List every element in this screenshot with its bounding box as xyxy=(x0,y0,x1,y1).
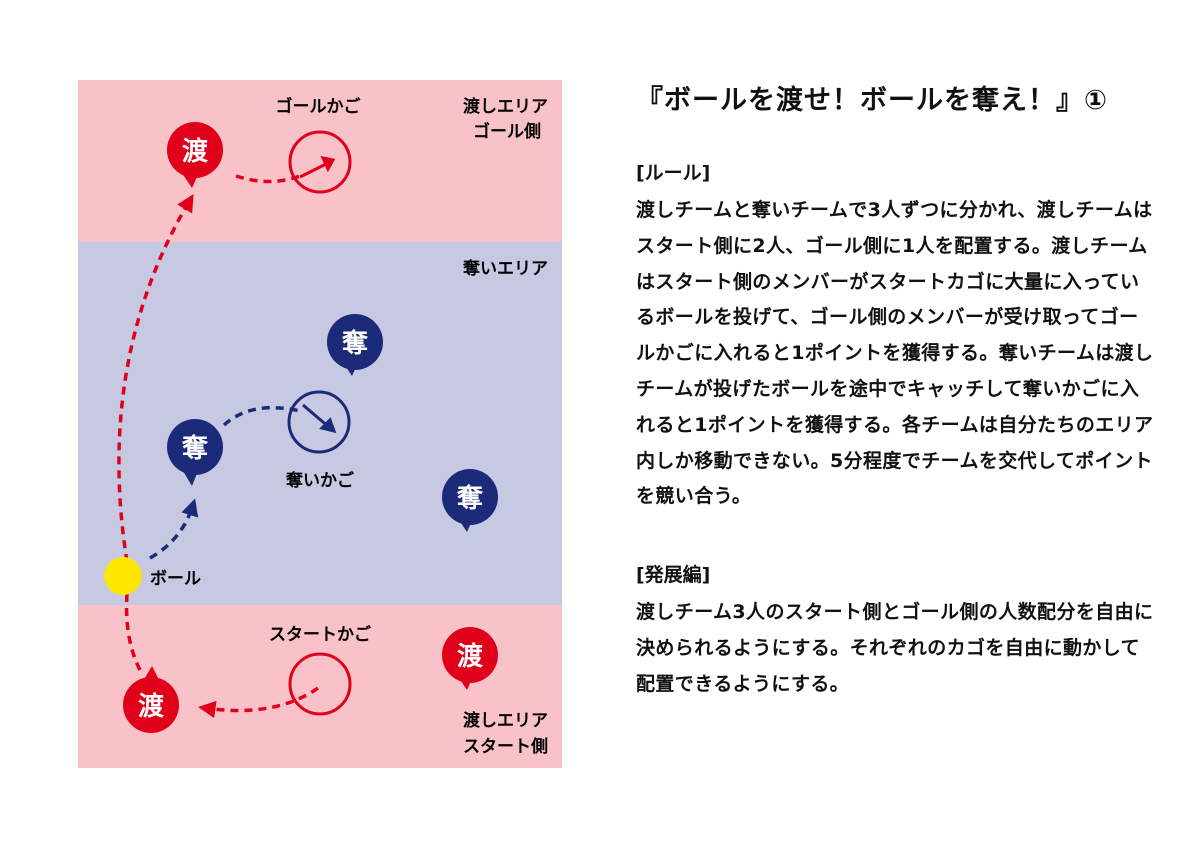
advanced-heading: [発展編] xyxy=(636,564,711,587)
rules-body: 渡しチームと奪いチームで3人ずつに分かれ、渡しチームはスタート側に2人、ゴール側… xyxy=(636,199,1154,508)
pass-player-spare: 渡 xyxy=(442,627,498,690)
page-title: 『ボールを渡せ！ボールを奪え！』① xyxy=(636,85,1108,116)
start-basket xyxy=(288,652,352,716)
pass-player-start-glyph: 渡 xyxy=(138,691,165,722)
steal-zone xyxy=(78,242,562,605)
ball xyxy=(104,557,142,595)
start-pass-path xyxy=(198,686,320,719)
pass-player-start: 渡 xyxy=(123,666,179,733)
advanced-body: 渡しチーム3人のスタート側とゴール側の人数配分を自由に決められるようにする。それ… xyxy=(636,601,1154,695)
steal-area-label: 奪いエリア xyxy=(462,258,548,279)
pass-path-long xyxy=(117,193,194,563)
pass-player-goal-glyph: 渡 xyxy=(182,136,209,167)
steal-path-ball xyxy=(149,498,199,560)
rules-heading: [ルール] xyxy=(636,162,711,184)
rules-text-column: 『ボールを渡せ！ボールを奪え！』① [ルール] 渡しチームと奪いチームで3人ずつ… xyxy=(634,78,1154,747)
steal-player-top-glyph: 奪 xyxy=(341,328,369,359)
ball-to-start-player-path xyxy=(124,593,143,673)
goal-area-label-line2: ゴール側 xyxy=(473,121,541,142)
steal-player-top: 奪 xyxy=(327,314,383,376)
steal-basket-label: 奪いかご xyxy=(285,470,355,491)
goal-basket-label: ゴールかご xyxy=(276,96,362,117)
field-diagram: 渡しエリア ゴール側 奪いエリア 渡しエリア スタート側 ゴールかご 奪いかご … xyxy=(78,80,562,768)
steal-player-left: 奪 xyxy=(167,419,223,486)
steal-player-left-glyph: 奪 xyxy=(181,433,209,464)
start-area-label-line2: スタート側 xyxy=(463,736,548,757)
goal-basket xyxy=(288,130,352,194)
goal-area-label-line1: 渡しエリア xyxy=(463,96,548,117)
steal-basket xyxy=(287,390,351,454)
ball-label: ボール xyxy=(150,569,201,589)
start-basket-label: スタートかご xyxy=(269,624,372,645)
goal-pass-zone xyxy=(78,80,562,242)
steal-player-right-glyph: 奪 xyxy=(456,483,484,514)
pass-player-spare-glyph: 渡 xyxy=(457,641,484,672)
pass-player-goal: 渡 xyxy=(167,122,223,188)
start-area-label-line1: 渡しエリア xyxy=(463,710,548,731)
steal-player-right: 奪 xyxy=(442,469,498,532)
